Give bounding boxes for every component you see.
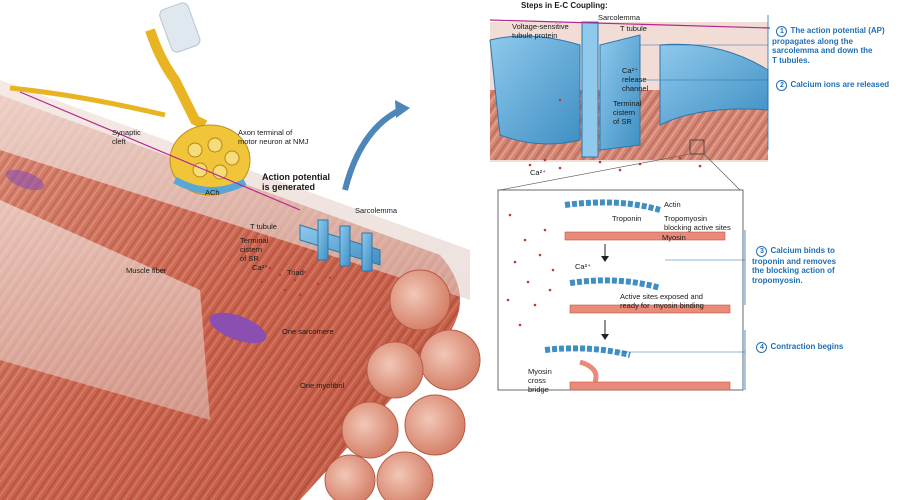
label-sarcolemma-left: Sarcolemma — [355, 206, 398, 215]
nucleus-1 — [209, 312, 267, 344]
ec-coupling-detail-box — [497, 15, 769, 391]
label-troponin: Troponin — [612, 214, 642, 223]
step-4-text: Contraction begins — [770, 341, 844, 351]
myofibril-ends — [324, 269, 481, 500]
label-sarcolemma-top: Sarcolemma — [598, 13, 641, 22]
steps-title: Steps in E-C Coupling: — [521, 1, 608, 10]
label-tropomyosin: Tropomyosin blocking active sites — [664, 214, 731, 232]
label-myosin: Myosin — [662, 233, 686, 242]
step-4-number: 4 — [756, 341, 768, 353]
label-synaptic-cleft: Synaptic cleft — [112, 128, 141, 146]
label-terminal-cistern-left: Terminal cistern of SR — [240, 236, 269, 263]
label-ca-top: Ca²⁺ — [530, 168, 547, 177]
calcium-dots-left — [260, 266, 332, 297]
motor-neuron-illustration — [9, 2, 301, 211]
curved-arrow — [342, 107, 402, 191]
label-one-sarcomere: One sarcomere — [282, 327, 334, 336]
ec-coupling-top-diagram — [489, 19, 771, 191]
label-one-myofibril: One myofibril — [300, 381, 345, 390]
label-terminal-cistern-top: Terminal cistern of SR — [613, 99, 642, 126]
step-2-text: Calcium ions are released — [790, 79, 890, 89]
label-actin: Actin — [664, 200, 681, 209]
step-1-text: The action potential (AP) propagates alo… — [772, 25, 885, 65]
label-axon-terminal: Axon terminal of motor neuron at NMJ — [238, 128, 309, 146]
step-3-number: 3 — [756, 245, 768, 257]
label-ca-release-channel: Ca²⁺ release channel — [622, 66, 649, 93]
label-myosin-cross-bridge: Myosin cross bridge — [528, 367, 552, 394]
t-tubule-network — [299, 219, 381, 272]
synaptic-vesicles — [187, 137, 240, 180]
label-t-tubule-left: T tubule — [250, 222, 277, 231]
label-ca-box: Ca²⁺ — [575, 262, 592, 271]
step-2-number: 2 — [776, 79, 788, 91]
label-muscle-fiber: Muscle fiber — [126, 266, 167, 275]
label-ach: ACh — [205, 188, 220, 197]
label-t-tubule-top: T tubule — [620, 24, 647, 33]
label-action-potential: Action potential is generated — [262, 172, 330, 192]
step-3-text: Calcium binds to troponin and removes th… — [752, 245, 837, 285]
step-1-number: 1 — [776, 25, 788, 37]
label-voltage-sensitive: Voltage-sensitive tubule protein — [512, 22, 569, 40]
label-ca-left: Ca²⁺ — [252, 263, 269, 272]
muscle-fiber-illustration — [0, 80, 481, 500]
label-active-sites: Active sites exposed and ready for myosi… — [620, 292, 704, 310]
label-triad: Triad — [287, 268, 304, 277]
nucleus-2 — [6, 169, 44, 191]
